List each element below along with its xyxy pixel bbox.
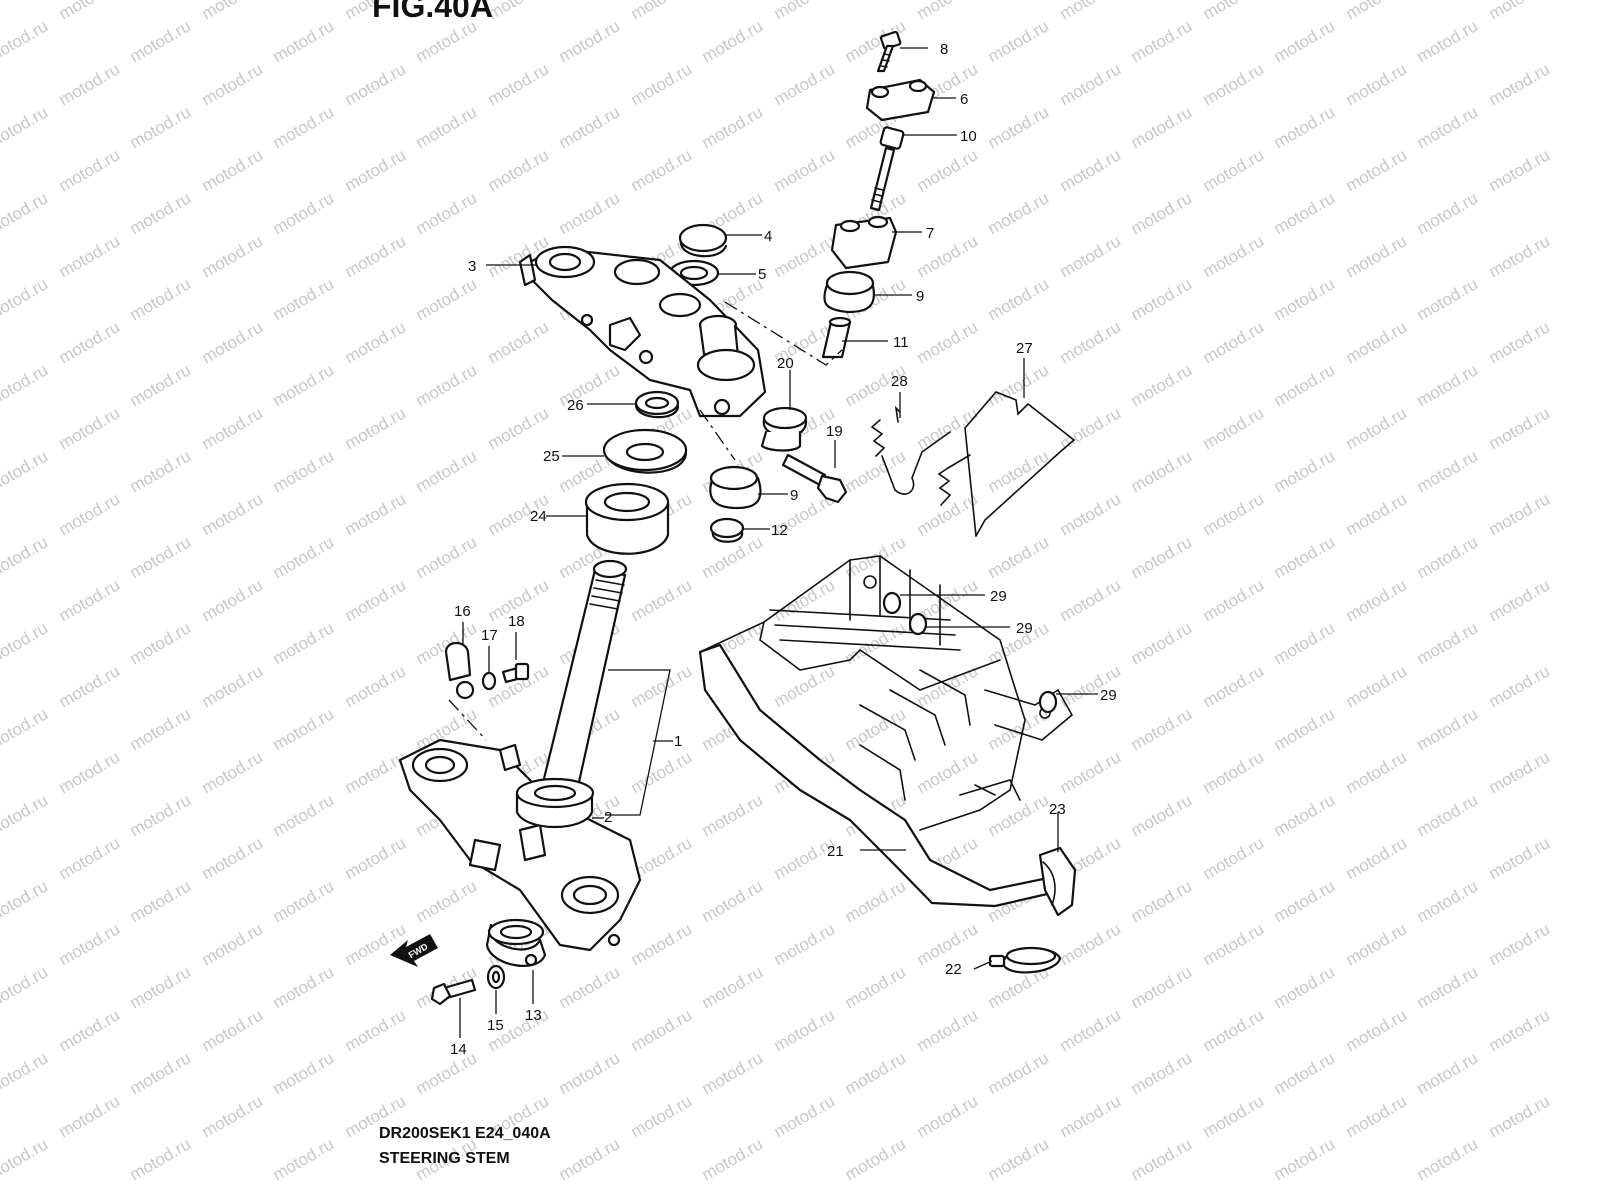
callout-18: 18 [508,613,525,630]
part-bolt-8 [876,30,902,73]
part-damper-13 [485,918,547,967]
callout-19: 19 [826,423,843,440]
callout-24: 24 [530,508,547,525]
callout-25: 25 [543,448,560,465]
callout-7: 7 [926,225,934,242]
part-spring-28 [870,405,971,506]
part-handlebar-holder-lower-7 [830,215,898,270]
callout-2: 2 [604,809,612,826]
part-spacer-11 [821,316,852,359]
callout-3: 3 [468,258,476,275]
part-bolt-19 [781,453,848,504]
callout-28: 28 [891,373,908,390]
callout-27: 27 [1016,340,1033,357]
callout-21: 21 [827,843,844,860]
part-washer-15 [486,964,506,990]
callout-8: 8 [940,41,948,58]
callout-11: 11 [893,334,909,351]
callout-12: 12 [771,522,788,539]
part-bearing-2 [515,777,595,828]
callout-26: 26 [567,397,584,414]
callout-29-a: 29 [990,588,1007,605]
callout-15: 15 [487,1017,504,1034]
callout-29-c: 29 [1100,687,1117,704]
leader-lines [459,47,1098,1038]
part-cushion-9-lower [709,465,762,510]
part-wire-27 [964,391,1076,537]
diagram-name: STEERING STEM [379,1150,510,1167]
part-protector-23 [1038,846,1077,917]
part-bolt-10 [869,126,905,212]
callout-13: 13 [525,1007,542,1024]
part-dust-seal-25 [602,428,688,474]
callout-29-b: 29 [1016,620,1033,637]
callout-14: 14 [450,1041,467,1058]
diagram-code: DR200SEK1 E24_040A [379,1125,551,1142]
part-cushion-20 [760,406,808,452]
callout-1: 1 [674,733,682,750]
callout-23: 23 [1049,801,1066,818]
part-cushion-12 [709,517,745,543]
part-bolt-14 [430,978,477,1006]
callout-labels: 1 2 3 4 5 6 7 8 9 10 11 9 12 13 14 15 16… [450,41,1117,1058]
callout-20: 20 [777,355,794,372]
callout-22: 22 [945,961,962,978]
part-steering-stem-upper-bracket-3 [518,245,767,418]
part-cushion-9-upper [823,270,875,314]
callout-6: 6 [960,91,968,108]
callout-17: 17 [481,627,498,644]
callout-16: 16 [454,603,471,620]
callout-9-upper: 9 [916,288,924,305]
callout-5: 5 [758,266,766,283]
part-band-22 [988,946,1062,974]
part-screw-18 [501,662,530,684]
part-nut-26 [634,390,680,419]
part-collar-29-c [1038,690,1058,714]
figure-title: FIG.40A [372,0,493,24]
part-handlebar-holder-upper-6 [865,78,936,122]
part-collar-29-a [882,591,902,615]
assembly-dashed-lines [448,301,843,741]
part-steering-stem-1 [398,559,642,952]
part-collar-29-b [908,612,928,636]
part-clamp-16 [444,641,475,700]
callout-9-lower: 9 [790,487,798,504]
part-cap-4 [678,223,728,258]
callout-10: 10 [960,128,977,145]
part-bearing-24 [584,482,670,555]
fwd-direction-arrow-icon: FWD [390,934,438,967]
callout-4: 4 [764,228,772,245]
part-washer-17 [481,671,497,691]
